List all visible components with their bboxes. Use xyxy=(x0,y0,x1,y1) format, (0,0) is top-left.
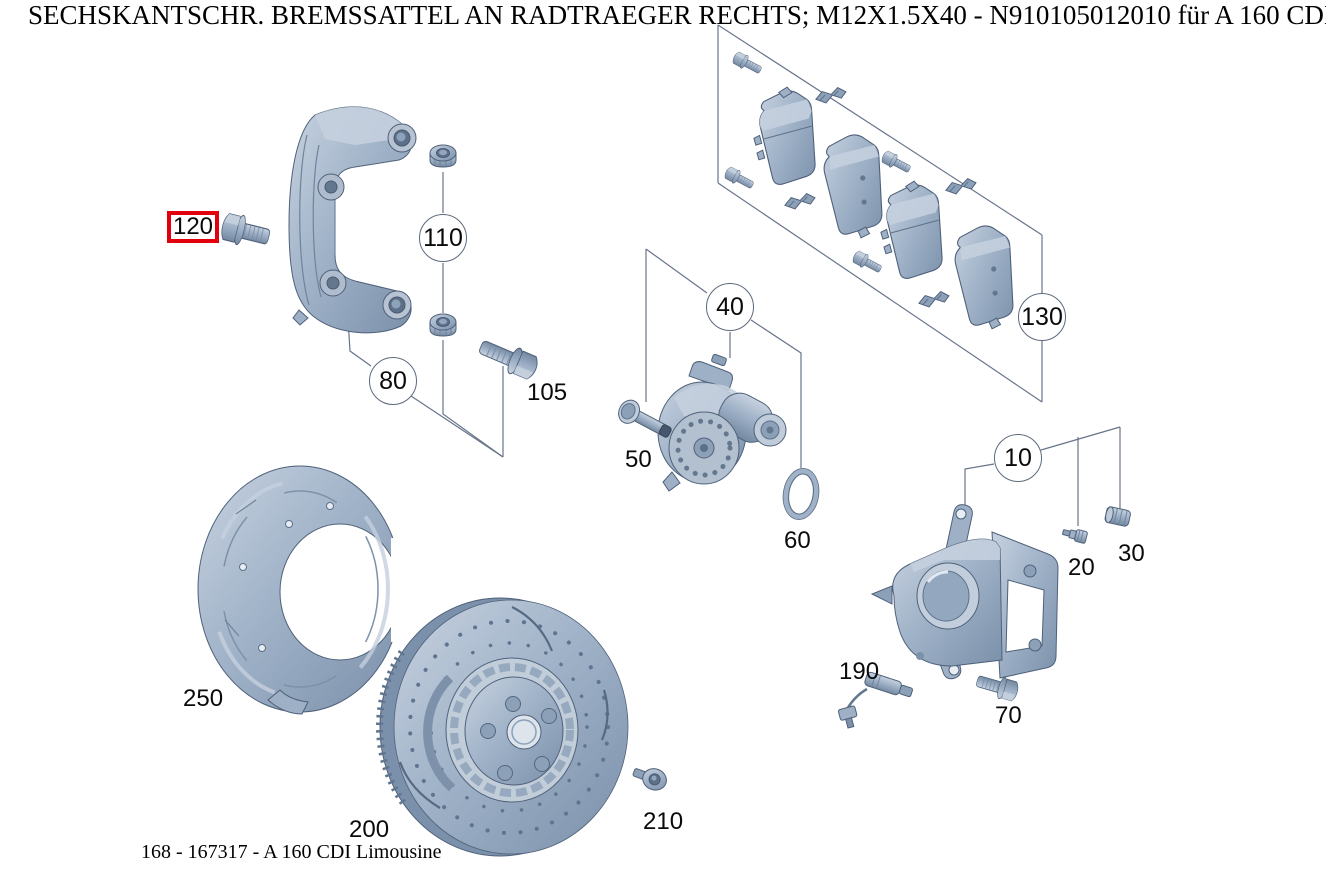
callout-130[interactable]: 130 xyxy=(1018,293,1066,341)
bleed-screw-cap-30-drawing[interactable] xyxy=(1104,506,1131,527)
wear-sensor-190-drawing[interactable] xyxy=(837,671,914,729)
callout-50[interactable]: 50 xyxy=(625,446,652,473)
callout-210[interactable]: 210 xyxy=(643,808,684,835)
callout-110[interactable]: 110 xyxy=(419,214,467,262)
callout-30[interactable]: 30 xyxy=(1118,540,1145,567)
leader-lines xyxy=(347,172,1121,526)
brake-pad-set-130-drawing[interactable] xyxy=(722,49,1022,334)
callout-20[interactable]: 20 xyxy=(1068,554,1095,581)
callout-250[interactable]: 250 xyxy=(183,685,224,712)
pad-set-outline xyxy=(717,24,1043,403)
callout-190[interactable]: 190 xyxy=(839,658,880,685)
callout-70[interactable]: 70 xyxy=(995,702,1022,729)
actuator-motor-40-drawing[interactable] xyxy=(657,353,787,492)
brake-pad-icon xyxy=(746,83,822,188)
callout-40[interactable]: 40 xyxy=(706,283,754,331)
footer-caption: 168 - 167317 - A 160 CDI Limousine xyxy=(141,841,442,863)
actuator-screw-50-drawing[interactable] xyxy=(615,396,676,443)
o-ring-60-drawing[interactable] xyxy=(780,466,823,522)
bleed-screw-20-drawing[interactable] xyxy=(1062,526,1088,544)
callout-105[interactable]: 105 xyxy=(527,379,568,406)
callout-200[interactable]: 200 xyxy=(349,816,390,843)
brake-disc-200-drawing[interactable] xyxy=(376,597,629,857)
page-title: SECHSKANTSCHR. BREMSSATTEL AN RADTRAEGER… xyxy=(28,0,1326,30)
splash-shield-250-drawing[interactable] xyxy=(197,465,413,715)
hex-bolt-120-drawing[interactable] xyxy=(218,210,274,253)
pad-screw-icon xyxy=(730,49,765,78)
callout-60[interactable]: 60 xyxy=(784,527,811,554)
callout-80[interactable]: 80 xyxy=(369,357,417,405)
pad-clip-icon xyxy=(813,85,848,106)
flange-nut-lower-drawing[interactable] xyxy=(429,313,457,337)
caliper-housing-10-drawing[interactable] xyxy=(870,504,1059,680)
callout-10[interactable]: 10 xyxy=(994,434,1042,482)
flange-nut-upper-drawing[interactable] xyxy=(429,144,457,168)
guide-bolt-105-drawing[interactable] xyxy=(474,333,542,383)
carrier-bracket-80-drawing[interactable] xyxy=(288,106,417,334)
callout-120-selected[interactable]: 120 xyxy=(167,211,219,243)
disc-set-screw-210-drawing[interactable] xyxy=(630,762,669,793)
